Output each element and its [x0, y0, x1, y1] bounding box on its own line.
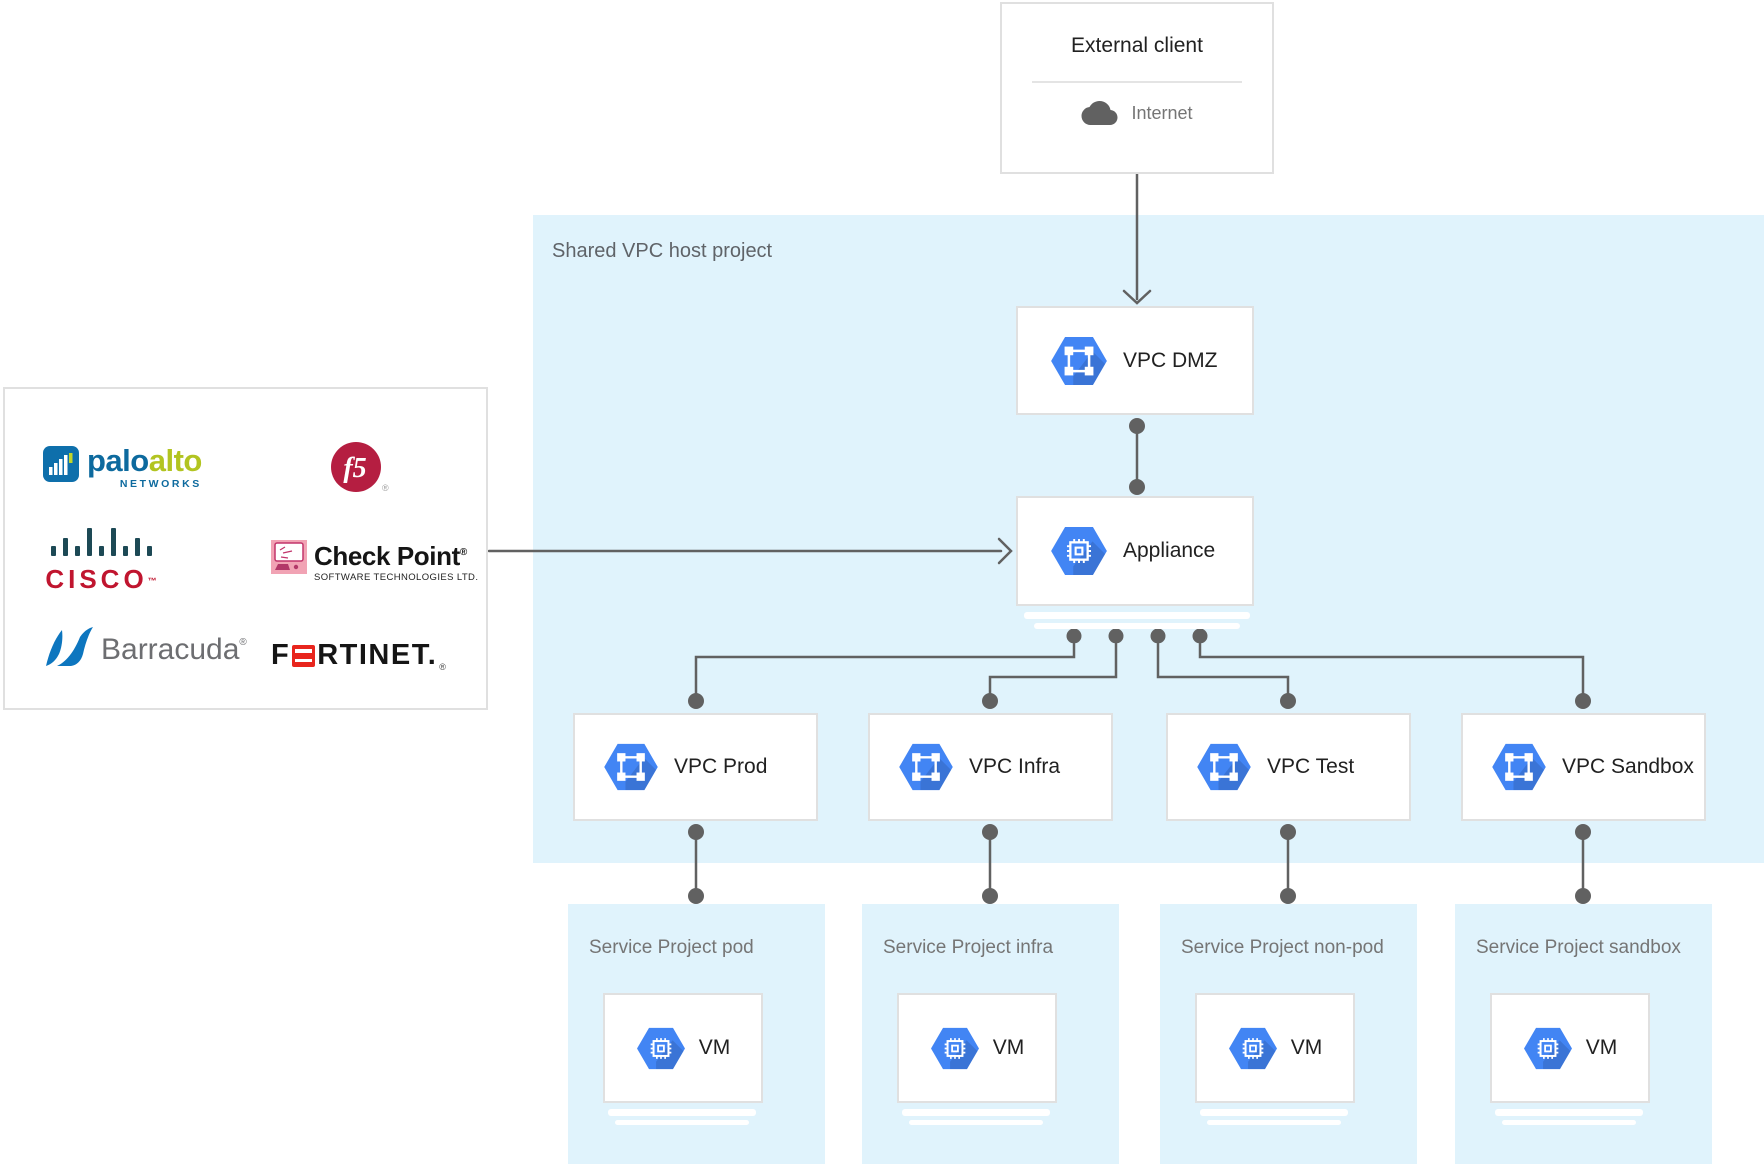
vm-label: VM: [1290, 1036, 1323, 1059]
divider: [1032, 81, 1242, 83]
fortinet-reg-mark: ®: [439, 662, 446, 672]
vm-stack-stripe: [1495, 1109, 1643, 1116]
fortinet-logo: F RTINET. ®: [271, 639, 446, 672]
vpc-network-icon: [1197, 743, 1251, 791]
service-project-non-pod-label: Service Project non-pod: [1181, 937, 1384, 958]
vm-compute-icon: [1523, 1027, 1572, 1069]
vm-stack-stripe: [1502, 1120, 1636, 1125]
cisco-logo: CISCO™: [44, 528, 158, 595]
vpc-test-label: VPC Test: [1267, 755, 1355, 778]
check-point-logo: Check Point® SOFTWARE TECHNOLOGIES LTD.: [271, 540, 478, 583]
vpc-dmz-label: VPC DMZ: [1123, 348, 1218, 372]
palo-alto-networks-logo: paloalto NETWORKS: [43, 443, 203, 490]
appliance-stack-stripe: [1034, 623, 1240, 629]
service-project-non-pod-box: Service Project non-pod VM: [1160, 904, 1417, 1164]
vpc-sandbox-label: VPC Sandbox: [1562, 755, 1694, 778]
check-point-wordmark: Check Point: [314, 541, 460, 571]
vpc-network-icon: [899, 743, 953, 791]
palo-alto-icon: [43, 446, 79, 482]
fortinet-wordmark-rtinet: RTINET.: [317, 639, 438, 671]
appliance-vendors-box: paloalto NETWORKS f5 ® CISCO™: [3, 387, 488, 710]
f5-reg-mark: ®: [382, 483, 389, 493]
vm-stack-stripe: [1200, 1109, 1348, 1116]
vm-compute-icon: [930, 1027, 979, 1069]
vm-label: VM: [992, 1036, 1025, 1059]
vm-box: VM: [603, 993, 763, 1103]
vm-box: VM: [1195, 993, 1355, 1103]
f5-logo: f5 ®: [330, 441, 389, 493]
barracuda-wordmark: Barracuda: [101, 633, 240, 666]
f5-wordmark: f5: [343, 453, 366, 484]
service-project-infra-label: Service Project infra: [883, 937, 1054, 958]
external-client-title: External client: [1071, 34, 1203, 57]
vm-box: VM: [1490, 993, 1650, 1103]
service-project-sandbox-box: Service Project sandbox VM: [1455, 904, 1712, 1164]
external-client-box: External client Internet: [1000, 2, 1274, 174]
palo-alto-word2: alto: [148, 443, 203, 478]
vm-stack-stripe: [615, 1120, 749, 1125]
barracuda-reg-mark: ®: [239, 637, 247, 648]
appliance-compute-icon: [1051, 526, 1107, 576]
barracuda-fin-icon: [46, 627, 93, 666]
vm-compute-icon: [636, 1027, 685, 1069]
vm-compute-icon: [1228, 1027, 1277, 1069]
check-point-icon: [271, 540, 307, 574]
vpc-network-icon: [604, 743, 658, 791]
vm-stack-stripe: [902, 1109, 1050, 1116]
shared-vpc-host-project-label: Shared VPC host project: [552, 240, 773, 262]
cisco-tm-mark: ™: [147, 576, 157, 586]
cisco-bridge-icon: [50, 528, 152, 556]
vm-stack-stripe: [608, 1109, 756, 1116]
fortinet-gate-icon: [292, 644, 316, 667]
fortinet-wordmark-f: F: [271, 639, 291, 671]
vpc-sandbox-box: VPC Sandbox: [1461, 713, 1706, 821]
vpc-dmz-box: VPC DMZ: [1016, 306, 1254, 415]
appliance-label: Appliance: [1123, 539, 1216, 562]
palo-alto-subtitle: NETWORKS: [119, 478, 202, 490]
vm-label: VM: [1585, 1036, 1618, 1059]
internet-row: Internet: [1002, 98, 1272, 128]
vm-label: VM: [698, 1036, 731, 1059]
internet-cloud-icon: [1081, 101, 1118, 125]
vpc-network-icon: [1492, 743, 1546, 791]
vpc-infra-label: VPC Infra: [969, 755, 1061, 778]
palo-alto-word1: palo: [87, 443, 149, 478]
vpc-infra-box: VPC Infra: [868, 713, 1113, 821]
cisco-wordmark: CISCO: [45, 564, 148, 594]
vpc-prod-label: VPC Prod: [674, 755, 768, 778]
check-point-subtitle: SOFTWARE TECHNOLOGIES LTD.: [314, 572, 479, 583]
service-project-infra-box: Service Project infra VM: [862, 904, 1119, 1164]
service-project-pod-box: Service Project pod VM: [568, 904, 825, 1164]
vm-box: VM: [897, 993, 1057, 1103]
vpc-test-box: VPC Test: [1166, 713, 1411, 821]
appliance-box: Appliance: [1016, 496, 1254, 606]
barracuda-logo: Barracuda®: [44, 625, 247, 667]
vpc-prod-box: VPC Prod: [573, 713, 818, 821]
check-point-reg-mark: ®: [459, 547, 467, 558]
internet-label: Internet: [1131, 102, 1193, 123]
vm-stack-stripe: [1207, 1120, 1341, 1125]
appliance-stack-stripe: [1024, 612, 1250, 619]
vm-stack-stripe: [909, 1120, 1043, 1125]
service-project-sandbox-label: Service Project sandbox: [1476, 937, 1681, 958]
f5-ball-icon: f5: [331, 442, 381, 492]
service-project-pod-label: Service Project pod: [589, 937, 754, 958]
vpc-network-icon: [1051, 336, 1107, 385]
